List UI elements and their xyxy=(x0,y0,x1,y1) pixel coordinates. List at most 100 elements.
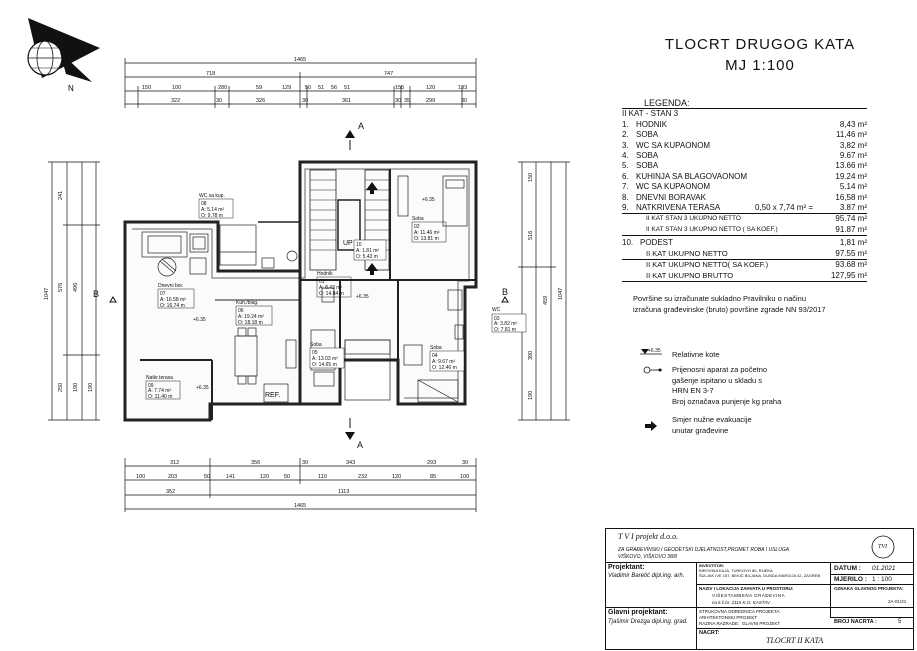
bottom-dim: 100 xyxy=(460,474,469,480)
level-mark-value: +6.35 xyxy=(648,348,661,354)
legend-value: 19.24 m² xyxy=(835,171,867,181)
svg-text:Natkr.terasa: Natkr.terasa xyxy=(146,375,173,381)
svg-text:05: 05 xyxy=(312,350,318,356)
left-dimensions xyxy=(48,161,100,421)
bottom-dim: 50 xyxy=(284,474,290,480)
legend-num: 6. xyxy=(622,171,629,181)
level-marks: +6.35 +6.35 +6.35 +6.35 xyxy=(193,197,435,391)
top-dim: 51 xyxy=(344,85,350,91)
room-tag-soba-04: Soba 04 A: 9.67 m² O: 12.46 m xyxy=(429,345,465,372)
bottom-dim: 1113 xyxy=(338,489,349,495)
svg-text:06: 06 xyxy=(238,308,244,314)
struka-value: ARHITEKTONSKI PROJEKT xyxy=(699,615,758,620)
up-label: UP xyxy=(343,240,353,247)
company-seal-icon xyxy=(871,535,895,559)
svg-text:A: 8.43 m²: A: 8.43 m² xyxy=(319,285,342,291)
mjerilo-label: MJERILO : xyxy=(834,576,867,583)
room-tag-wc-03: WC 03 A: 3.82 m² O: 7.81 m xyxy=(491,307,527,333)
extinguisher-icon xyxy=(643,366,662,374)
top-dim: 155 xyxy=(395,85,404,91)
legend-value: 3.87 m² xyxy=(839,203,867,213)
svg-text:A: 1.81 m²: A: 1.81 m² xyxy=(356,248,379,254)
svg-text:Soba: Soba xyxy=(412,216,424,222)
legend-num: 1. xyxy=(622,119,629,129)
legend-value: 97.55 m² xyxy=(835,248,867,258)
top-dim: 120 xyxy=(426,85,435,91)
section-marks: A A B B xyxy=(93,121,509,450)
svg-text:O: 16.74 m: O: 16.74 m xyxy=(160,303,185,309)
svg-text:+6.35: +6.35 xyxy=(196,385,209,391)
legend-value: 91.87 m² xyxy=(835,224,867,234)
top-dim-718: 718 xyxy=(206,71,215,77)
datum-value: 01.2021 xyxy=(872,565,896,572)
bottom-dim: 110 xyxy=(318,474,327,480)
legend-floor-total-row: II KAT UKUPNO BRUTTO 127,95 m² xyxy=(622,271,867,282)
legend-label: II KAT STAN 3 UKUPNO NETTO ( SA KOEF.) xyxy=(646,225,778,233)
svg-text:O: 9.78 m: O: 9.78 m xyxy=(201,213,223,219)
nacrt-value: TLOCRT II KATA xyxy=(766,636,824,645)
left-dim: 496 xyxy=(73,283,79,292)
legend-floor-total-row: II KAT UKUPNO NETTO( SA KOEF.) 93.68 m² xyxy=(622,260,867,270)
svg-text:O: 13.81 m: O: 13.81 m xyxy=(414,236,439,242)
legend-num: 4. xyxy=(622,151,629,161)
evacuation-line: unutar građevine xyxy=(672,425,729,435)
left-dim: 1047 xyxy=(44,288,50,300)
svg-text:WC sa kup.: WC sa kup. xyxy=(199,193,225,199)
room-tag-terasa-09: Natkr.terasa 09 A: 7.74 m² O: 11.40 m xyxy=(145,375,181,400)
top-dim: 133 xyxy=(458,85,467,91)
investitor-line: ŠULJAK IVE 157, BEKIĆ BILJANA, DUNDA MAR… xyxy=(699,573,821,578)
furniture xyxy=(141,175,468,403)
building-walls xyxy=(123,160,478,422)
top-dim-total: 1465 xyxy=(294,57,306,63)
svg-text:O: 12.46 m: O: 12.46 m xyxy=(432,365,457,371)
bottom-dim: 312 xyxy=(170,460,179,466)
bottom-dim: 293 xyxy=(427,460,436,466)
fridge-label: REF. xyxy=(265,392,280,399)
top-dim-747: 747 xyxy=(384,71,393,77)
legend-label: DNEVNI BORAVAK xyxy=(636,192,706,202)
top-dim: 35 xyxy=(404,98,410,104)
svg-text:08: 08 xyxy=(201,201,207,207)
legend-label: SOBA xyxy=(636,151,659,161)
bottom-dim: 85 xyxy=(430,474,436,480)
svg-text:Soba: Soba xyxy=(310,342,322,348)
level-mark-label: Relativne kote xyxy=(672,350,720,359)
legend-label: II KAT UKUPNO BRUTTO xyxy=(646,270,734,280)
oznaka-label: OZNAKA GLAVNOG PROJEKTA: xyxy=(834,586,904,591)
section-mark-a-bottom: A xyxy=(357,440,363,450)
bottom-dim-total: 1465 xyxy=(294,503,306,509)
extinguisher-line: gašenje ispitano u skladu s xyxy=(672,375,763,385)
bottom-dim: 356 xyxy=(251,460,260,466)
legend-unit: II KAT - STAN 3 xyxy=(622,109,679,119)
legend-num: 8. xyxy=(622,192,629,202)
projektant-label: Projektant: xyxy=(608,564,645,571)
glavni-projektant-label: Glavni projektant: xyxy=(608,609,668,616)
top-dim: 59 xyxy=(256,85,262,91)
legend-value: 5.14 m² xyxy=(839,182,867,192)
section-mark-b-left: B xyxy=(93,289,99,299)
datum-label: DATUM : xyxy=(834,565,861,572)
company-sub1: ZA GRAĐEVINSKI I GEODETSKI DJELATNOST,PR… xyxy=(618,547,790,553)
top-dim: 100 xyxy=(172,85,181,91)
naziv-line: VIŠESTAMBENA GRAĐEVINA xyxy=(712,593,786,598)
legend-total-row: II KAT STAN 3 UKUPNO NETTO 95.74 m² xyxy=(622,214,867,224)
legend-value: 95.74 m² xyxy=(835,214,867,224)
evacuation-direction-icon xyxy=(645,421,657,431)
svg-text:A: 5.14 m²: A: 5.14 m² xyxy=(201,207,224,213)
svg-text:03: 03 xyxy=(494,316,500,322)
top-dim: 129 xyxy=(282,85,291,91)
right-dim: 390 xyxy=(528,351,534,360)
legend-label: II KAT UKUPNO NETTO xyxy=(646,248,728,258)
right-dimensions xyxy=(518,161,570,421)
left-dim: 190 xyxy=(73,383,79,392)
legend-label: WC SA KUPAONOM xyxy=(636,140,711,150)
bottom-dim: 232 xyxy=(358,474,367,480)
oznaka-value: 2A-01/21 xyxy=(888,599,907,604)
right-dim: 1047 xyxy=(558,288,564,300)
razina-label: RAZINA RAZRADE: xyxy=(699,621,740,626)
extinguisher-line: HRN EN 3-7 xyxy=(672,386,714,395)
